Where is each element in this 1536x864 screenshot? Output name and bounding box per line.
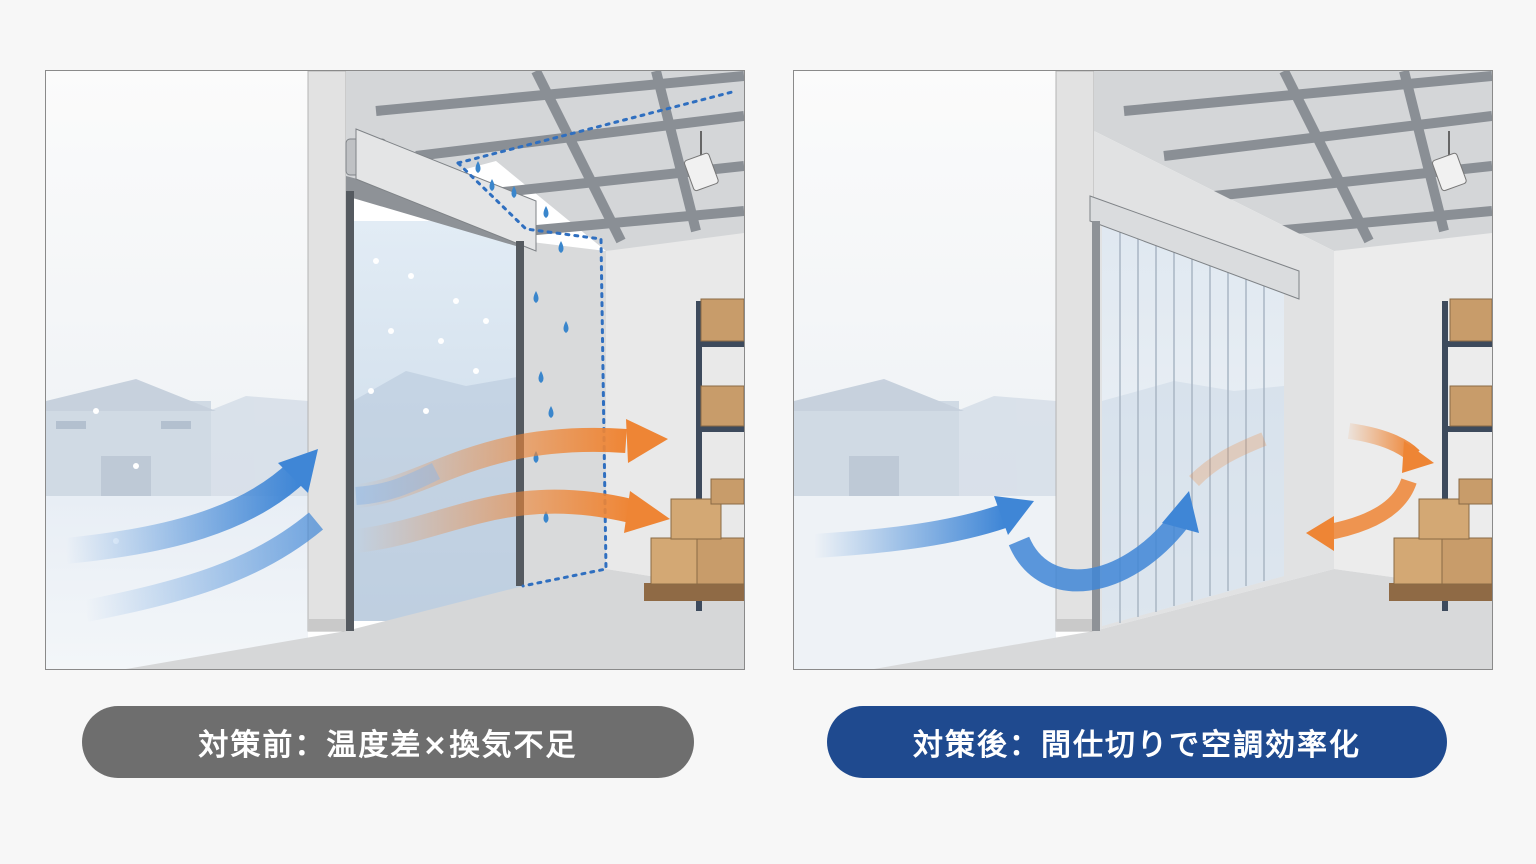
- floor: [874, 569, 1492, 669]
- storage-rack: [1442, 298, 1492, 611]
- after-illustration: [793, 70, 1493, 670]
- caption-before-measures: 対策前：温度差×換気不足: [82, 706, 694, 778]
- before-illustration: [45, 70, 745, 670]
- cold-air-arrow: [64, 461, 308, 564]
- caption-after-measures: 対策後：間仕切りで空調効率化: [827, 706, 1447, 778]
- condensation-zone: [456, 89, 738, 165]
- roll-up-shutter: [345, 128, 537, 631]
- storage-rack: [696, 298, 744, 611]
- warm-air-arrow: [1189, 432, 1267, 487]
- caption-before-text: 対策前：温度差×換気不足: [198, 728, 578, 763]
- caption-after-text: 対策後：間仕切りで空調効率化: [913, 728, 1361, 763]
- ceiling-light: [683, 131, 719, 192]
- floor: [126, 569, 744, 669]
- ceiling: [1094, 71, 1492, 251]
- cold-air-arrow: [813, 504, 1008, 558]
- strip-curtain: [1089, 195, 1300, 631]
- distant-warehouse: [794, 379, 1056, 501]
- cardboard-boxes: [644, 478, 744, 601]
- cardboard-boxes: [1389, 478, 1492, 601]
- ceiling-light: [1431, 131, 1467, 192]
